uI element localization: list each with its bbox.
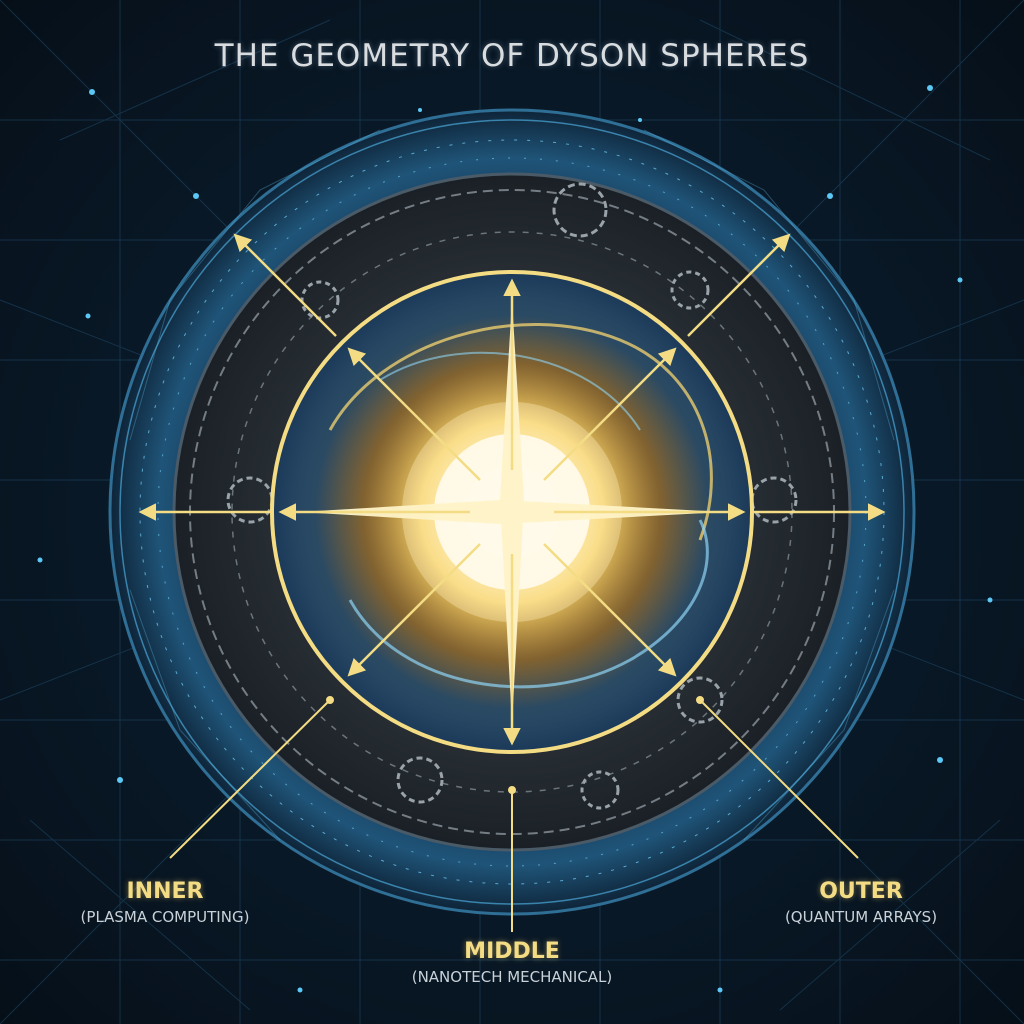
middle-layer-name: MIDDLE — [464, 939, 560, 964]
inner-layer-name: INNER — [126, 879, 204, 904]
middle-layer-description: (NANOTECH MECHANICAL) — [411, 968, 613, 986]
inner-layer-description: (PLASMA COMPUTING) — [80, 908, 250, 926]
label-outer-layer: OUTER (QUANTUM ARRAYS) — [766, 878, 956, 928]
label-leader-lines — [169, 696, 859, 932]
network-nodes — [37, 85, 993, 993]
radial-arrows — [138, 233, 886, 746]
core-starburst — [300, 300, 724, 724]
label-middle-layer: MIDDLE (NANOTECH MECHANICAL) — [392, 938, 632, 988]
page-title: THE GEOMETRY OF DYSON SPHERES — [214, 38, 810, 74]
outer-layer-name: OUTER — [819, 879, 903, 904]
label-inner-layer: INNER (PLASMA COMPUTING) — [60, 878, 270, 928]
outer-layer-description: (QUANTUM ARRAYS) — [784, 908, 938, 926]
